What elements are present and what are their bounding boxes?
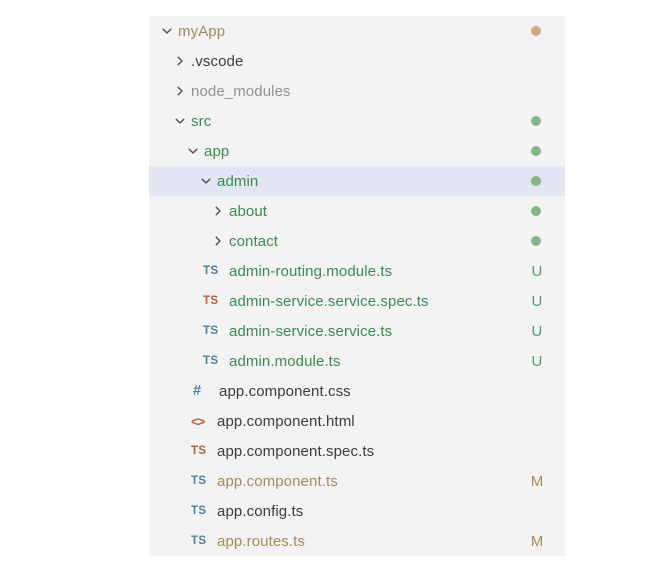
git-status-dot	[531, 206, 541, 216]
tree-item-label: src	[191, 112, 212, 130]
tree-item-admin-service-service-ts[interactable]: TS admin-service.service.ts U	[149, 316, 565, 346]
typescript-file-icon: TS	[191, 505, 207, 517]
tree-item-label: admin-service.service.spec.ts	[229, 292, 429, 310]
tree-item-app-component-html[interactable]: <> app.component.html	[149, 406, 565, 436]
typescript-file-icon: TS	[203, 355, 219, 367]
tree-item-label: app.component.css	[219, 382, 351, 400]
tree-item-label: app.component.html	[217, 412, 355, 430]
tree-item--vscode[interactable]: .vscode	[149, 46, 565, 76]
tree-item-admin[interactable]: admin	[149, 166, 565, 196]
tree-item-label: app.component.ts	[217, 472, 338, 490]
tree-item-myapp[interactable]: myApp	[149, 16, 565, 46]
git-status-badge: U	[531, 292, 543, 310]
git-status-dot	[531, 26, 541, 36]
tree-item-label: admin-service.service.ts	[229, 322, 393, 340]
git-status-badge: M	[530, 472, 544, 490]
tree-item-app-component-spec-ts[interactable]: TS app.component.spec.ts	[149, 436, 565, 466]
git-status-dot	[531, 176, 541, 186]
typescript-file-icon: TS	[191, 535, 207, 547]
chevron-down-icon[interactable]	[185, 143, 204, 159]
tree-item-about[interactable]: about	[149, 196, 565, 226]
html-file-icon: <>	[191, 413, 205, 429]
git-status-badge: U	[531, 262, 543, 280]
tree-item-label: contact	[229, 232, 279, 250]
git-status-dot	[531, 146, 541, 156]
tree-item-app-component-css[interactable]: # app.component.css	[149, 376, 565, 406]
chevron-down-icon[interactable]	[172, 113, 191, 129]
tree-item-label: about	[229, 202, 268, 220]
css-file-icon: #	[193, 383, 202, 399]
git-status-dot	[531, 236, 541, 246]
tree-item-src[interactable]: src	[149, 106, 565, 136]
tree-item-label: .vscode	[191, 52, 244, 70]
git-status-badge: U	[531, 322, 543, 340]
chevron-right-icon[interactable]	[210, 233, 229, 249]
tree-item-label: node_modules	[191, 82, 291, 100]
typescript-spec-file-icon: TS	[191, 445, 207, 457]
typescript-file-icon: TS	[203, 325, 219, 337]
chevron-right-icon[interactable]	[172, 83, 191, 99]
tree-item-app-config-ts[interactable]: TS app.config.ts	[149, 496, 565, 526]
chevron-down-icon[interactable]	[198, 173, 217, 189]
tree-item-label: myApp	[178, 22, 226, 40]
tree-item-app[interactable]: app	[149, 136, 565, 166]
tree-item-label: app.component.spec.ts	[217, 442, 375, 460]
tree-item-admin-routing-module-ts[interactable]: TS admin-routing.module.ts U	[149, 256, 565, 286]
tree-item-label: admin-routing.module.ts	[229, 262, 393, 280]
typescript-file-icon: TS	[203, 265, 219, 277]
tree-item-label: app.routes.ts	[217, 532, 306, 550]
tree-item-admin-service-service-spec-ts[interactable]: TS admin-service.service.spec.ts U	[149, 286, 565, 316]
tree-item-admin-module-ts[interactable]: TS admin.module.ts U	[149, 346, 565, 376]
git-status-badge: M	[530, 532, 544, 550]
chevron-down-icon[interactable]	[159, 23, 178, 39]
chevron-right-icon[interactable]	[210, 203, 229, 219]
tree-item-contact[interactable]: contact	[149, 226, 565, 256]
typescript-file-icon: TS	[191, 475, 207, 487]
tree-item-node-modules[interactable]: node_modules	[149, 76, 565, 106]
tree-item-label: app	[204, 142, 230, 160]
git-status-dot	[531, 116, 541, 126]
typescript-spec-file-icon: TS	[203, 295, 219, 307]
tree-item-app-component-ts[interactable]: TS app.component.ts M	[149, 466, 565, 496]
tree-item-label: admin.module.ts	[229, 352, 341, 370]
tree-item-label: app.config.ts	[217, 502, 304, 520]
git-status-badge: U	[531, 352, 543, 370]
tree-item-app-routes-ts[interactable]: TS app.routes.ts M	[149, 526, 565, 556]
chevron-right-icon[interactable]	[172, 53, 191, 69]
tree-item-label: admin	[217, 172, 259, 190]
